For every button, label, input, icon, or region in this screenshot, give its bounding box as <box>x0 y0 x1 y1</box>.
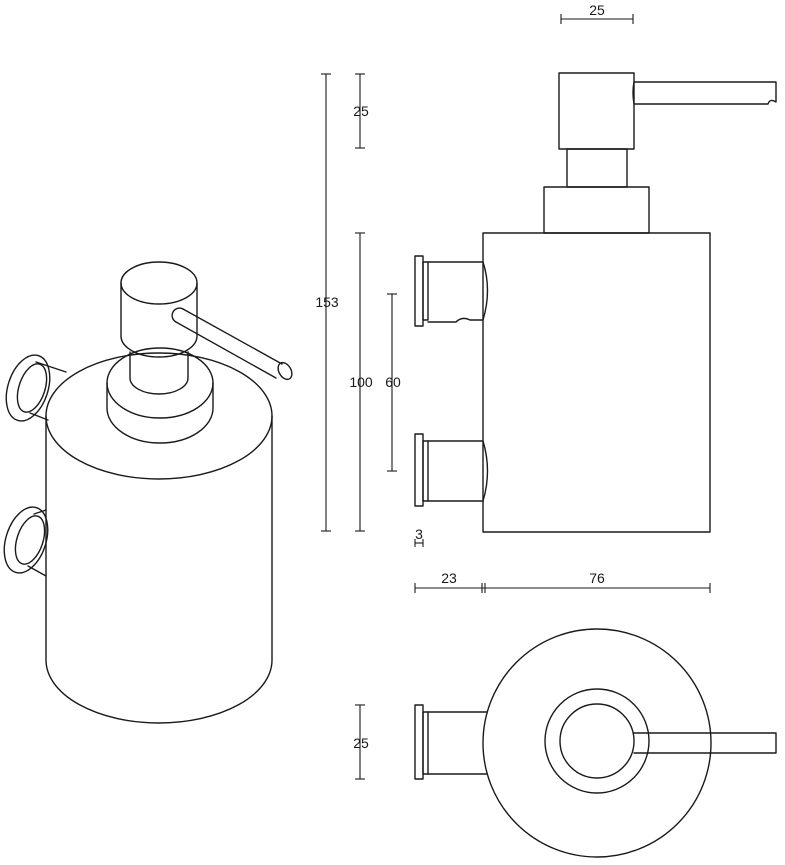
iso-pump-head <box>120 261 198 358</box>
top-collar <box>544 688 650 794</box>
front-body <box>482 232 711 533</box>
top-pump-head <box>559 703 635 779</box>
isometric-view <box>3 261 293 724</box>
iso-upper-wall-mount <box>5 354 67 422</box>
front-pump-head <box>558 72 635 150</box>
front-nozzle <box>632 81 777 105</box>
front-view <box>414 72 777 533</box>
iso-nozzle <box>171 307 293 381</box>
dim-label-pump-width: 25 <box>589 2 605 18</box>
front-lower-mount <box>414 433 489 507</box>
top-body <box>482 628 712 858</box>
dim-label-pump-height: 25 <box>353 103 369 119</box>
dimension-lines <box>321 14 711 780</box>
iso-pump-stem <box>129 351 189 395</box>
dim-label-body-height: 100 <box>349 374 373 390</box>
dim-label-wall-gap: 3 <box>415 526 423 542</box>
dim-label-total-height: 153 <box>315 294 339 310</box>
dim-label-mount-depth: 23 <box>441 570 457 586</box>
iso-body <box>45 352 273 724</box>
top-view <box>414 628 777 858</box>
front-collar <box>543 186 650 234</box>
dim-label-mount-diameter: 25 <box>353 735 369 751</box>
iso-lower-wall-mount <box>3 506 49 577</box>
top-wall-mount <box>414 704 488 780</box>
dim-label-body-diameter: 76 <box>589 570 605 586</box>
dim-label-mount-spacing: 60 <box>385 374 401 390</box>
dimension-labels: 25 25 153 100 60 3 23 76 25 <box>315 2 605 751</box>
top-nozzle <box>633 732 777 754</box>
front-upper-mount <box>414 255 489 327</box>
iso-collar <box>106 347 214 444</box>
front-pump-stem <box>566 148 628 188</box>
